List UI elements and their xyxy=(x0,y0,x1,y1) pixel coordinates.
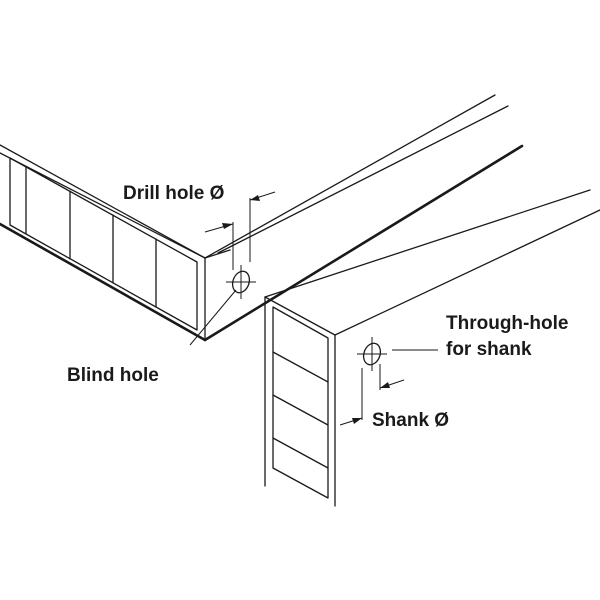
blind-hole-circle xyxy=(231,270,251,294)
left-panel-end-top xyxy=(204,249,231,259)
through-hole-label-line1: Through-hole xyxy=(446,313,569,334)
right-panel-front-face xyxy=(272,306,329,499)
arrow-head xyxy=(380,382,390,388)
arrow-head xyxy=(352,418,362,424)
right-panel-cell-divider xyxy=(272,351,329,383)
right-panel-top-left-edge xyxy=(264,189,591,298)
blind-hole-label: Blind hole xyxy=(67,365,159,386)
left-panel-top-front-edge xyxy=(0,144,206,259)
left-panel-bottom-back-edge xyxy=(203,144,524,342)
right-panel-top-right-edge xyxy=(334,209,600,336)
left-panel xyxy=(0,94,524,342)
left-panel-top-back-edge xyxy=(204,94,496,259)
through-hole-label-line2: for shank xyxy=(446,339,532,360)
arrow-head xyxy=(250,195,260,201)
shank-label: Shank Ø xyxy=(372,410,450,431)
through-hole-circle xyxy=(362,342,382,366)
left-panel-bottom-front-edge xyxy=(0,222,207,342)
left-panel-top-back-edge-inner xyxy=(217,105,509,254)
blind-hole-leader xyxy=(189,289,237,346)
arrow-head xyxy=(222,223,233,229)
drill-hole-label: Drill hole Ø xyxy=(123,183,225,204)
drill-hole-dimension xyxy=(204,191,276,270)
left-panel-top-front-edge-inner xyxy=(0,152,206,259)
right-panel-cell-divider xyxy=(272,437,329,469)
right-panel-cell-divider xyxy=(272,394,329,426)
right-panel-top-front-edge xyxy=(264,296,336,336)
left-panel-front-face xyxy=(9,157,198,331)
right-panel xyxy=(264,189,600,507)
blind-hole-leader-line xyxy=(189,289,237,346)
shank-dimension xyxy=(339,364,405,426)
